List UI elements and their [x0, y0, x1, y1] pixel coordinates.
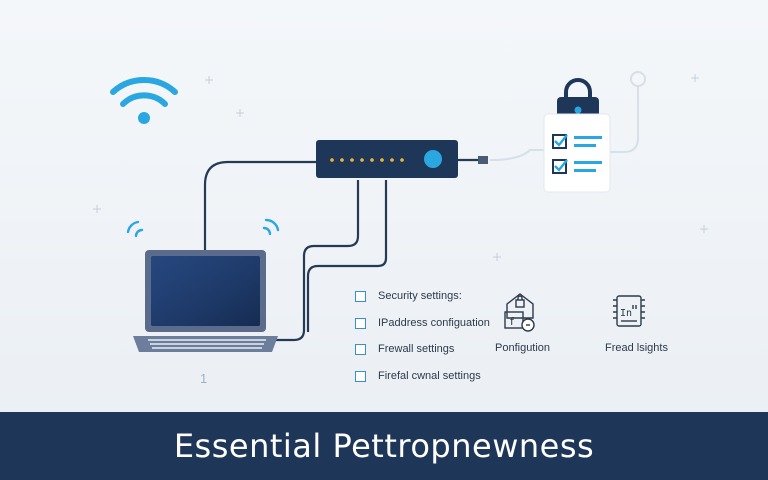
insights-icon: In	[613, 295, 645, 327]
router-icon	[316, 140, 488, 178]
checklist-clipboard-icon	[543, 113, 611, 193]
checkbox[interactable]	[355, 317, 366, 329]
checklist-item-label: Firefal cwnal settings	[378, 370, 481, 382]
svg-text:In: In	[620, 308, 632, 319]
checkbox[interactable]	[355, 290, 366, 302]
checkbox[interactable]	[355, 343, 366, 355]
insights-label: Fread lsights	[605, 342, 668, 354]
cable-laptop-router	[203, 160, 318, 250]
checklist-item-label: Frewall settings	[378, 343, 455, 355]
wifi-icon	[110, 77, 178, 124]
network-diagram: f In	[93, 71, 708, 352]
checklist-item-label: IPaddress configuation	[378, 317, 490, 329]
cables	[203, 158, 482, 342]
lock-config-label: Ponfigution	[495, 342, 551, 354]
checklist-item[interactable]: Frewall settings	[355, 343, 454, 355]
checkbox[interactable]	[355, 370, 366, 382]
signal-left-icon	[126, 220, 144, 238]
background-decorations	[93, 74, 708, 261]
checklist-item[interactable]: Security settings:	[355, 290, 462, 302]
router-leds	[330, 158, 404, 162]
laptop-icon	[133, 250, 278, 352]
title-banner: Essential Pettropnewness	[0, 412, 768, 480]
checklist-item[interactable]: IPaddress configuation	[355, 317, 490, 329]
lock-config-icon: f	[504, 293, 535, 332]
checklist-item-label: Security settings:	[378, 290, 462, 302]
stray-mark: 1	[200, 371, 208, 386]
banner-title: Essential Pettropnewness	[173, 427, 595, 465]
signal-right-icon	[262, 218, 280, 236]
cable-router-down-2	[306, 180, 388, 332]
cable-router-down-1	[270, 180, 360, 342]
light-connector	[489, 71, 646, 161]
checklist-item[interactable]: Firefal cwnal settings	[355, 370, 481, 382]
svg-text:f: f	[510, 315, 515, 328]
